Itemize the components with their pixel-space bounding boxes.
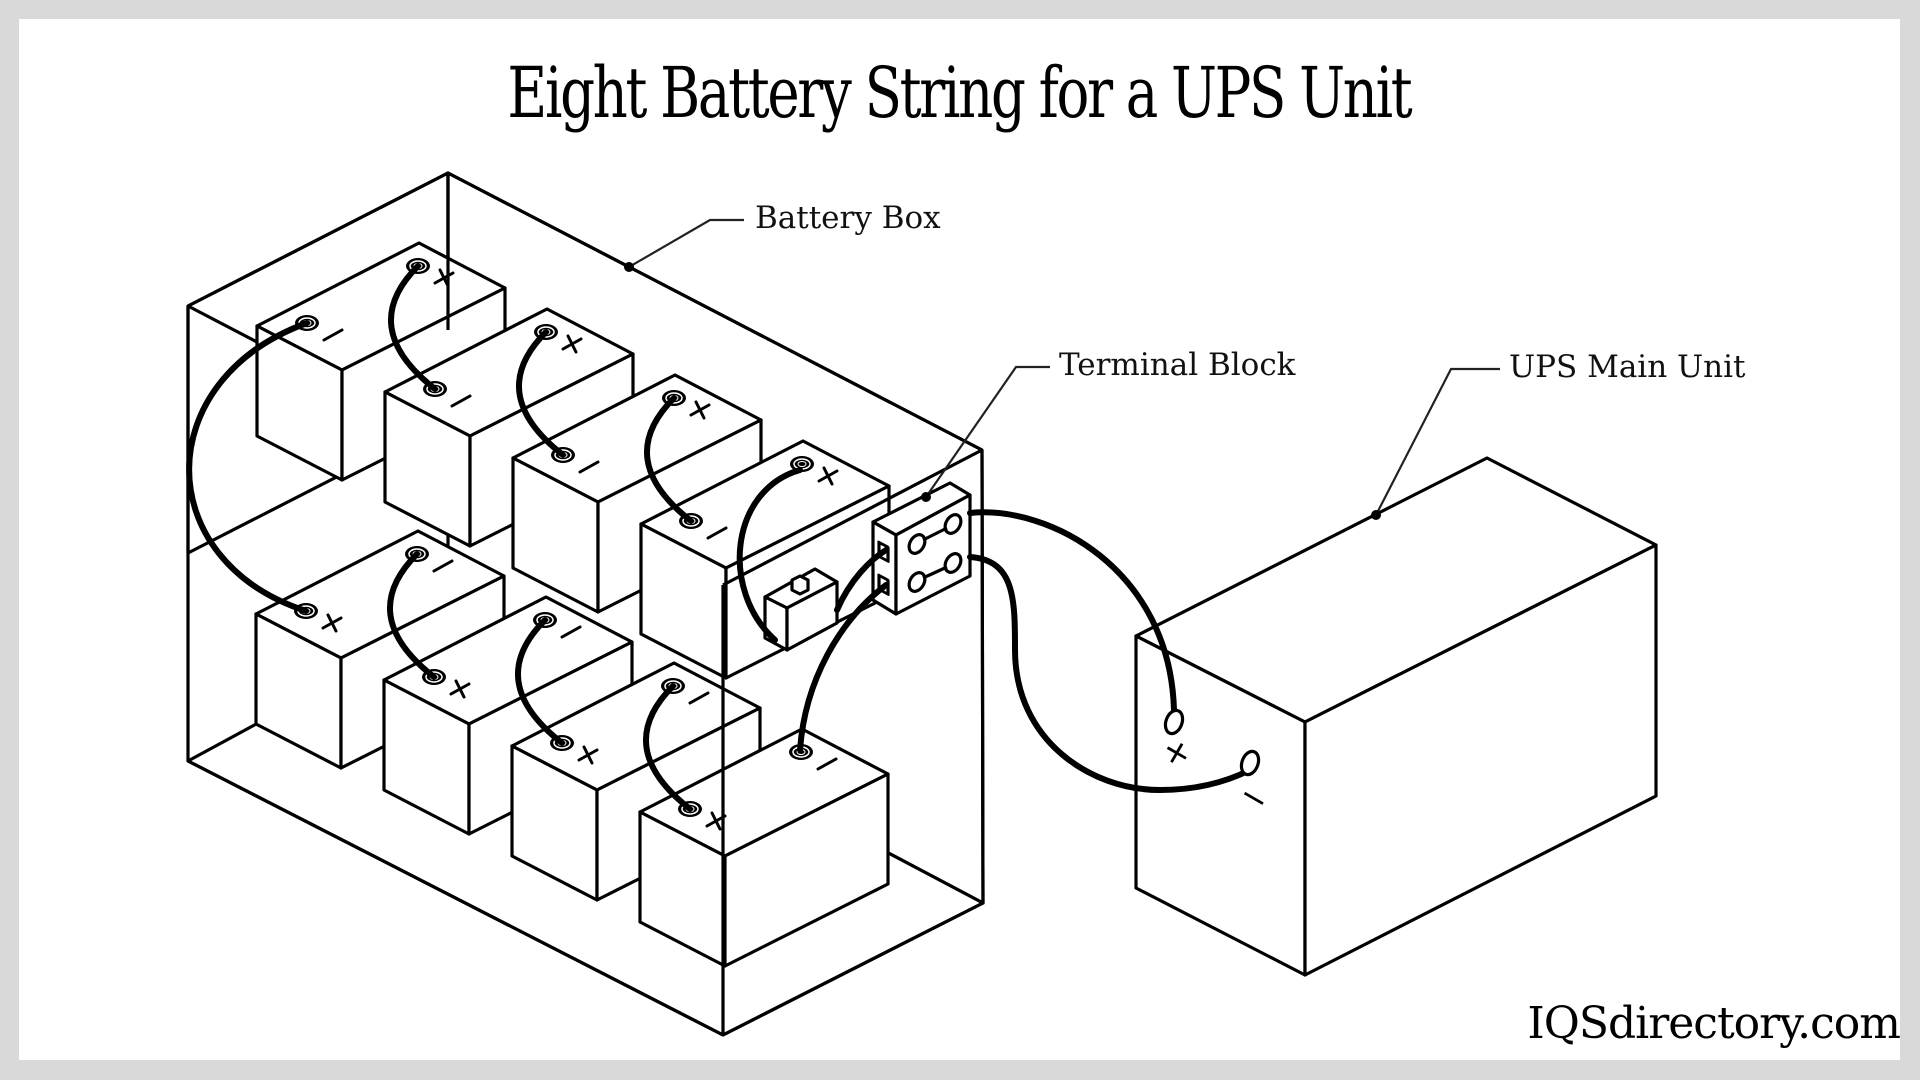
label-terminal-block: Terminal Block xyxy=(1059,347,1296,383)
output-wires xyxy=(736,467,1261,794)
minus-symbol xyxy=(322,328,344,342)
minus-symbol xyxy=(706,526,728,540)
minus-symbol xyxy=(688,691,710,705)
ups-negative-terminal xyxy=(1239,749,1261,777)
label-ups-main-unit: UPS Main Unit xyxy=(1509,349,1746,385)
wire-battery-3-to-4 xyxy=(644,395,694,524)
terminal-block xyxy=(871,481,972,616)
wire-battery-7-to-8 xyxy=(643,683,693,812)
wire-battery4-to-fuse xyxy=(736,467,803,643)
minus-symbol xyxy=(432,559,454,573)
wire-battery8-to-block xyxy=(797,582,889,753)
leader-dot-ups-main-unit xyxy=(1371,510,1381,520)
minus-symbol xyxy=(560,625,582,639)
terminal-block-posts xyxy=(907,513,963,593)
battery-group xyxy=(254,241,891,968)
battery-box-front-edges xyxy=(186,171,985,1037)
leader-battery-box xyxy=(628,218,744,268)
diagram-title: Eight Battery String for a UPS Unit xyxy=(507,52,1412,134)
watermark-logo: IQSdirectory.com xyxy=(1527,998,1901,1049)
battery-side-face xyxy=(723,772,890,968)
ups-positive-terminal xyxy=(1163,708,1185,736)
minus-symbol xyxy=(578,460,600,474)
ups-main-unit xyxy=(1134,456,1658,977)
minus-symbol xyxy=(450,394,472,408)
wire-battery-2-to-3 xyxy=(516,329,566,458)
fuse-component xyxy=(763,567,839,652)
label-battery-box: Battery Box xyxy=(755,200,941,236)
callout-leaders xyxy=(624,218,1500,520)
battery-wires xyxy=(186,263,694,812)
leader-ups-main-unit xyxy=(1375,367,1500,516)
wire-battery-1-to-2 xyxy=(388,263,438,392)
leader-dot-terminal-block xyxy=(921,492,931,502)
leader-terminal-block xyxy=(925,365,1050,498)
leader-dot-battery-box xyxy=(624,262,634,272)
wire-fuse-to-block xyxy=(834,547,889,613)
wire-battery-5-to-6 xyxy=(387,551,437,680)
minus-symbol xyxy=(816,757,838,771)
wire-negative-to-ups xyxy=(967,554,1253,794)
wire-positive-to-ups xyxy=(967,509,1177,713)
wire-battery-6-to-7 xyxy=(515,617,565,746)
